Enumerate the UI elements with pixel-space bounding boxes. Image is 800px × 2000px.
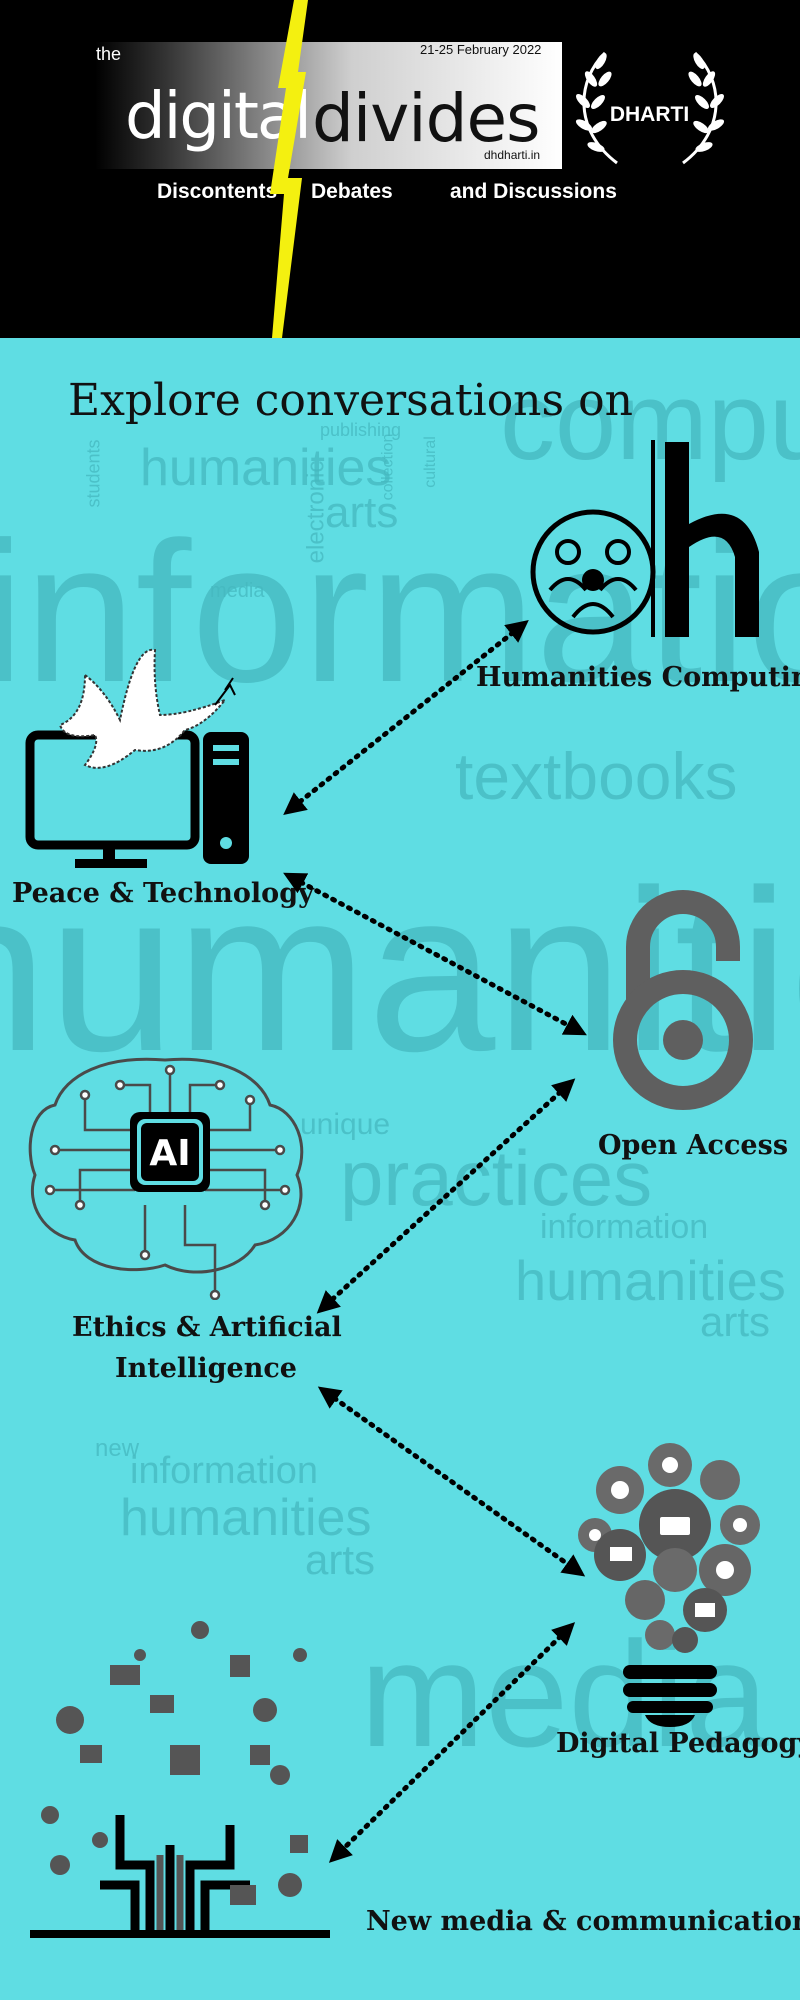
idea-bulb-icon [578, 1443, 760, 1727]
bg-word: collection [379, 433, 397, 501]
website-url: dhdharti.in [484, 148, 541, 162]
section-heading: Explore conversations on [68, 375, 633, 426]
media-tree-icon [30, 1621, 330, 1938]
title-prefix: the [96, 44, 122, 64]
bg-word: unique [300, 1108, 391, 1141]
title-banner [95, 42, 562, 169]
bg-word: humanities [140, 439, 392, 497]
bg-word: textbooks [455, 739, 738, 813]
topic-label-humanities-computing: Humanities Computing [476, 662, 800, 693]
topic-label-new-media: New media & communication [366, 1906, 800, 1937]
bg-word: information [130, 1450, 318, 1492]
bg-word: publishing [320, 420, 402, 440]
topic-label-ethics-ai: Ethics & Artificial [72, 1312, 342, 1343]
topic-label-open-access: Open Access [598, 1130, 789, 1161]
topic-label-peace-technology: Peace & Technology [12, 878, 314, 909]
bg-word: new [95, 1435, 140, 1462]
title-word-divides: divides [312, 80, 541, 157]
bg-word: electronic [302, 460, 330, 564]
tagline-discontents: Discontents [157, 180, 278, 203]
bg-word: information [540, 1208, 709, 1246]
event-dates: 21-25 February 2022 [420, 42, 542, 57]
bg-word: students [83, 439, 104, 508]
org-name: DHARTI [609, 103, 690, 126]
dh-logo-icon [530, 440, 759, 637]
bg-word: cultural [421, 436, 439, 488]
laurel-wreath-icon [575, 51, 725, 165]
lightning-bolt-icon [270, 0, 308, 338]
bg-word: arts [700, 1298, 771, 1345]
topic-label-ethics-ai-line2: Intelligence [115, 1353, 297, 1384]
dove-computer-icon [25, 648, 249, 868]
bg-word: arts [325, 488, 399, 537]
event-header: the 21-25 February 2022 digital divides … [0, 0, 800, 338]
ai-brain-icon: AI [28, 1057, 304, 1300]
tagline-discussions: and Discussions [450, 180, 617, 203]
bg-word: compu [500, 360, 800, 483]
open-access-lock-icon [613, 890, 753, 1110]
topic-label-digital-pedagogy: Digital Pedagogy [556, 1728, 800, 1759]
tagline-debates: Debates [311, 180, 393, 203]
svg-text:AI: AI [149, 1133, 190, 1174]
bg-word: media [210, 580, 265, 602]
bg-word: arts [305, 1536, 376, 1583]
